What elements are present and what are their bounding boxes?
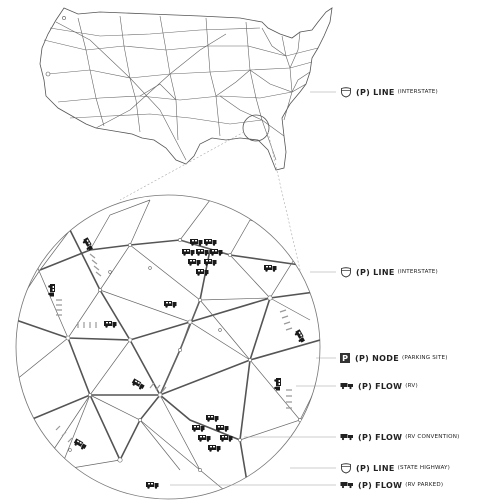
rv-icon <box>146 482 159 489</box>
us-cities <box>45 16 66 77</box>
rv-icon <box>208 445 221 452</box>
us-outline <box>39 7 333 171</box>
rv-icon <box>340 383 353 390</box>
rv-icon <box>340 482 353 489</box>
rv-icon <box>206 415 219 422</box>
legend-item-interstate-zoom: (P) LINE(INTERSTATE) <box>340 266 438 278</box>
rv-icon <box>264 265 277 272</box>
legend-sublabel: (STATE HIGHWAY) <box>397 465 451 471</box>
rv-icon <box>220 435 233 442</box>
shield-icon <box>341 86 351 97</box>
us-highway-network <box>43 15 319 161</box>
zoom-source-circle <box>242 114 270 142</box>
rv-icon <box>48 284 55 297</box>
legend-item-interstate-top: (P) LINE(INTERSTATE) <box>340 86 438 98</box>
legend-label: (P) FLOW <box>358 381 403 391</box>
rv-icon <box>294 329 305 343</box>
shield-icon <box>341 266 351 277</box>
legend-sublabel: (RV) <box>405 383 418 389</box>
rv-icon <box>131 378 145 390</box>
legend-label: (P) LINE <box>356 267 395 277</box>
legend-sublabel: (INTERSTATE) <box>397 89 438 95</box>
rv-icon <box>82 237 93 251</box>
legend-label: (P) LINE <box>356 87 395 97</box>
legend-leaders <box>170 91 336 486</box>
legend-sublabel: (RV PARKED) <box>405 482 444 488</box>
zoom-circle <box>15 194 321 500</box>
rv-icon <box>192 425 205 432</box>
parking-icon: P <box>340 353 350 363</box>
zoom-network <box>16 199 320 499</box>
rv-icon <box>216 425 229 432</box>
legend-label: (P) LINE <box>356 463 395 473</box>
rv-icon <box>182 249 195 256</box>
legend-label: (P) FLOW <box>358 432 403 442</box>
legend-sublabel: (RV CONVENTION) <box>405 434 460 440</box>
rv-icon <box>274 378 281 391</box>
rv-icon <box>196 249 209 256</box>
rv-icon <box>210 249 223 256</box>
rv-icon <box>204 259 217 266</box>
rv-icon <box>104 321 117 328</box>
legend-item-rv-convention: (P) FLOW(RV CONVENTION) <box>340 431 460 443</box>
rv-icon <box>73 438 87 450</box>
rv-icon <box>190 239 203 246</box>
rv-icon <box>188 259 201 266</box>
rv-icon <box>204 239 217 246</box>
rv-icon <box>198 435 211 442</box>
rv-icon <box>164 301 177 308</box>
legend-item-parking-site: P (P) NODE(PARKING SITE) <box>340 352 448 364</box>
rv-icon <box>340 434 353 441</box>
rv-flow-hatches <box>55 253 293 443</box>
legend-item-rv-parked: (P) FLOW(RV PARKED) <box>340 479 443 491</box>
rv-layer <box>48 237 305 489</box>
legend-sublabel: (INTERSTATE) <box>397 269 438 275</box>
legend-sublabel: (PARKING SITE) <box>401 355 448 361</box>
rv-icon <box>196 269 209 276</box>
shield-icon <box>341 462 351 473</box>
legend-item-state-highway: (P) LINE(STATE HIGHWAY) <box>340 462 450 474</box>
legend-label: (P) NODE <box>355 353 399 363</box>
us-map <box>39 7 333 171</box>
legend-item-rv-flow: (P) FLOW(RV) <box>340 380 418 392</box>
legend-label: (P) FLOW <box>358 480 403 490</box>
